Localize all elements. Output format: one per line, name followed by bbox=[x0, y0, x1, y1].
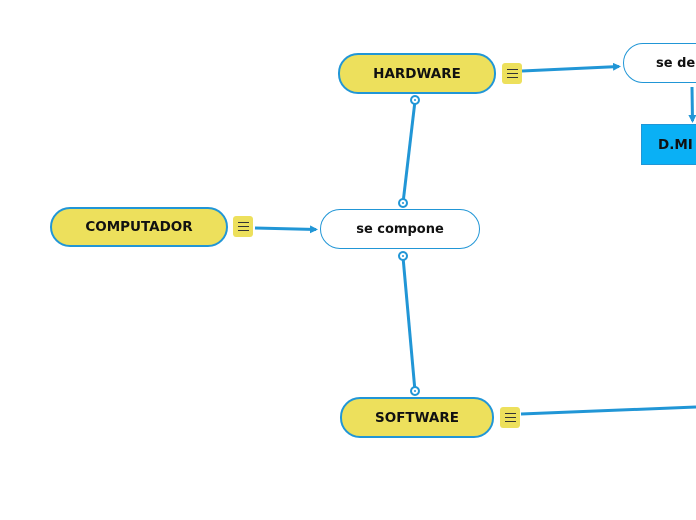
edge-se-compone-software bbox=[401, 256, 417, 392]
node-se-compone[interactable]: se compone bbox=[320, 209, 480, 249]
node-software[interactable]: SOFTWARE bbox=[340, 397, 494, 438]
connector-dot-icon[interactable] bbox=[398, 198, 408, 208]
connector-dot-icon[interactable] bbox=[410, 95, 420, 105]
node-computador[interactable]: COMPUTADOR bbox=[50, 207, 228, 247]
edge-se-de-dmi bbox=[688, 86, 696, 123]
node-dmi[interactable]: D.MI bbox=[641, 124, 696, 165]
edge-se-compone-hardware bbox=[401, 100, 417, 204]
node-software-label: SOFTWARE bbox=[375, 409, 459, 426]
node-se-de[interactable]: se de bbox=[623, 43, 696, 83]
node-dmi-label: D.MI bbox=[658, 136, 693, 153]
node-computador-label: COMPUTADOR bbox=[85, 219, 193, 235]
node-hardware[interactable]: HARDWARE bbox=[338, 53, 496, 94]
connector-dot-icon[interactable] bbox=[410, 386, 420, 396]
edge-computador-se-compone bbox=[254, 225, 318, 234]
node-hardware-label: HARDWARE bbox=[373, 65, 461, 82]
connector-dot-icon[interactable] bbox=[398, 251, 408, 261]
node-se-compone-label: se compone bbox=[356, 221, 444, 237]
note-icon[interactable] bbox=[233, 216, 253, 237]
edge-hardware-se-de bbox=[521, 62, 621, 73]
edge-software-offscreen bbox=[520, 405, 696, 416]
note-icon[interactable] bbox=[500, 407, 520, 428]
note-icon[interactable] bbox=[502, 63, 522, 84]
node-se-de-label: se de bbox=[656, 55, 696, 71]
